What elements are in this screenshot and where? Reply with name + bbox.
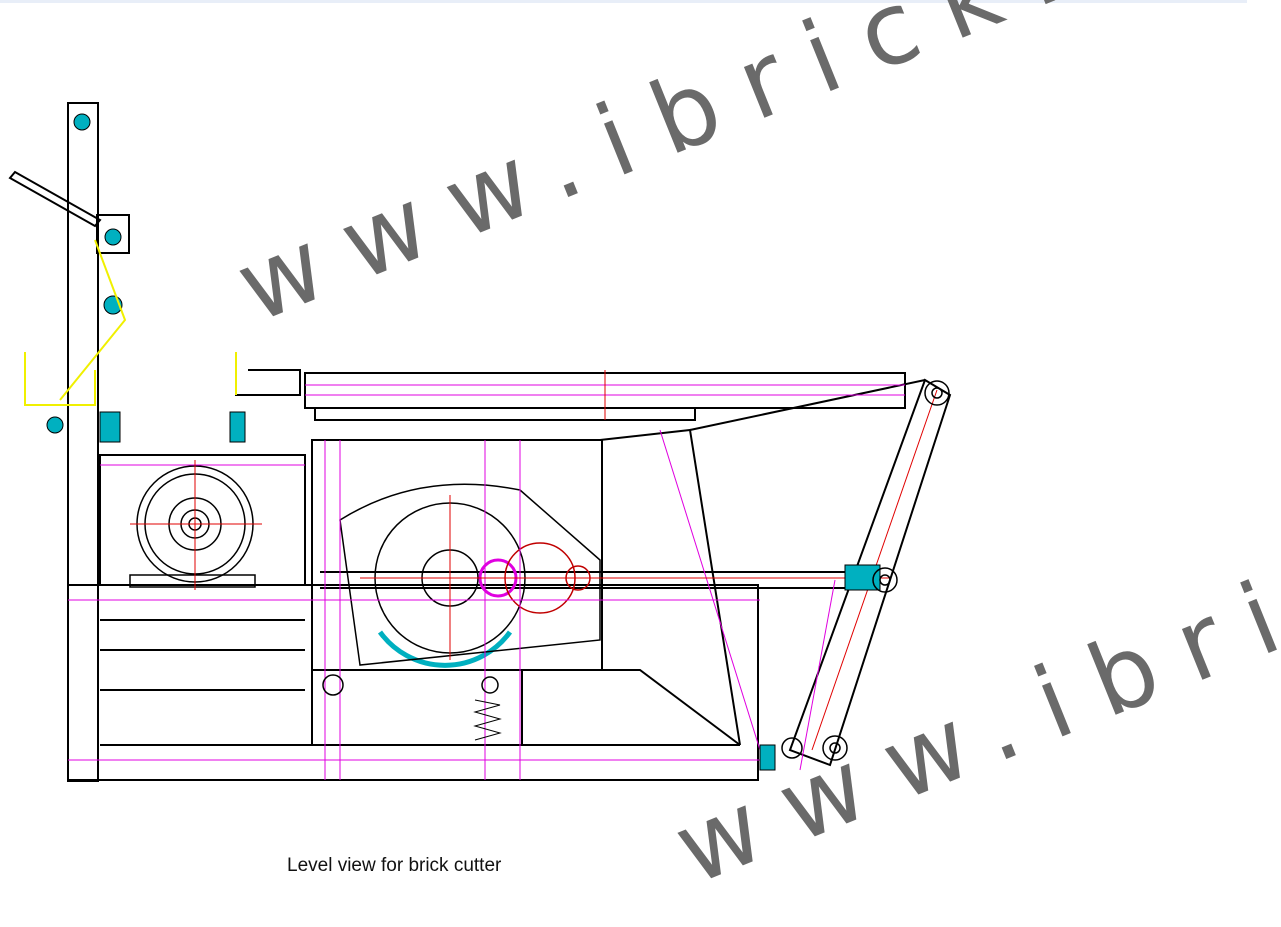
centerlines [130,370,938,751]
motor [129,465,256,588]
gears [339,483,601,668]
yellow-guide [24,239,237,406]
lever-handle [8,170,102,228]
diagram-caption: Level view for brick cutter [287,855,502,876]
aux-lines [68,384,905,780]
pivots [322,380,950,761]
main-frame [8,102,952,782]
base-frame [67,584,759,781]
spring [473,699,502,741]
top-strip [0,0,1247,3]
motor-housing [99,454,306,586]
